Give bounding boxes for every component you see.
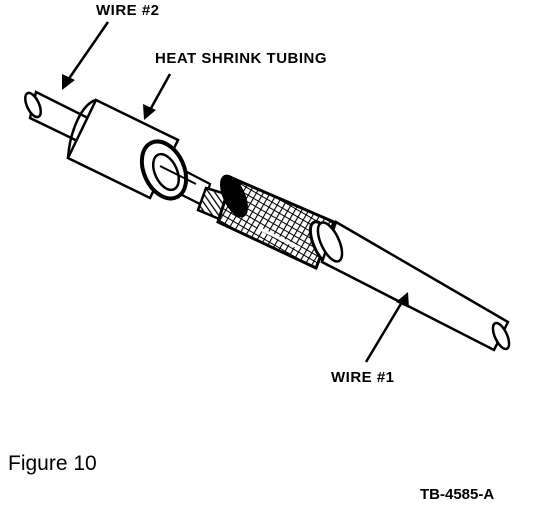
heat-shrink-tubing xyxy=(66,98,197,201)
heat-shrink-tubing-label: HEAT SHRINK TUBING xyxy=(155,50,328,67)
leader-arrow-heat-shrink xyxy=(143,73,172,120)
figure-code: TB-4585-A xyxy=(420,486,495,503)
wire-1-label: WIRE #1 xyxy=(331,369,395,386)
leader-arrow-wire-2 xyxy=(62,21,110,90)
wire-2 xyxy=(24,90,94,150)
crimp-splice xyxy=(196,174,340,271)
wire-2-label: WIRE #2 xyxy=(96,2,160,19)
wire-1 xyxy=(316,220,511,352)
leader-arrow-wire-1 xyxy=(364,292,409,363)
figure-caption: Figure 10 xyxy=(8,452,97,475)
